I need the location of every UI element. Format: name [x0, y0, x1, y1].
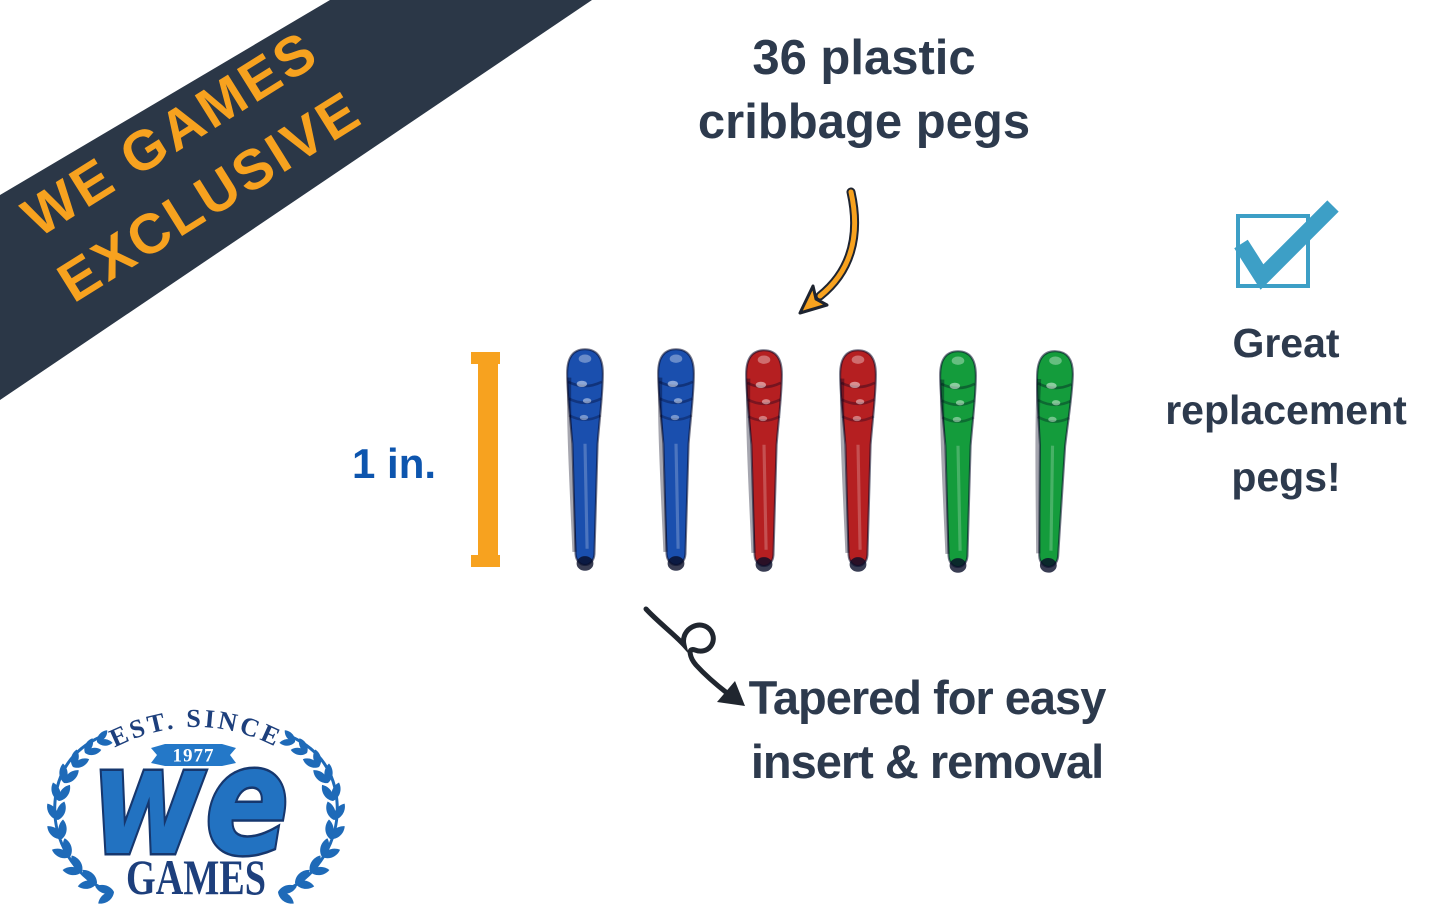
we-games-logo: EST. SINCE 1977 we GAMES — [44, 704, 348, 907]
loop-arrow-icon — [643, 606, 745, 706]
peg-blue-1 — [567, 349, 603, 571]
benefit-line-3: pegs! — [1231, 454, 1341, 500]
taper-line-2: insert & removal — [750, 735, 1104, 788]
cribbage-pegs-photo — [567, 349, 1074, 573]
peg-red-1 — [746, 350, 782, 572]
curved-arrow-down-icon — [798, 187, 860, 315]
headline-line-2: cribbage pegs — [697, 95, 1031, 149]
taper-line-1: Tapered for easy — [748, 671, 1107, 724]
peg-blue-2 — [658, 349, 694, 571]
exclusive-banner-ribbon — [0, 0, 592, 400]
benefit-note: Great replacement pegs! — [1165, 310, 1407, 511]
logo-brand-we: we — [91, 715, 289, 889]
benefit-line-2: replacement — [1165, 387, 1407, 433]
logo-games: GAMES — [126, 849, 266, 905]
measure-label: 1 in. — [352, 440, 437, 487]
checkbox-checked-icon — [1234, 200, 1339, 290]
peg-red-2 — [840, 350, 876, 572]
measurement-bracket — [471, 352, 500, 567]
logo-year-ribbon — [151, 744, 236, 766]
peg-green-2 — [1030, 351, 1073, 574]
peg-green-1 — [940, 351, 976, 573]
headline-line-1: 36 plastic — [752, 31, 976, 85]
benefit-line-1: Great — [1232, 320, 1340, 366]
headline: 36 plastic cribbage pegs — [698, 26, 1030, 154]
taper-note: Tapered for easy insert & removal — [748, 666, 1107, 794]
logo-year: 1977 — [173, 746, 215, 767]
